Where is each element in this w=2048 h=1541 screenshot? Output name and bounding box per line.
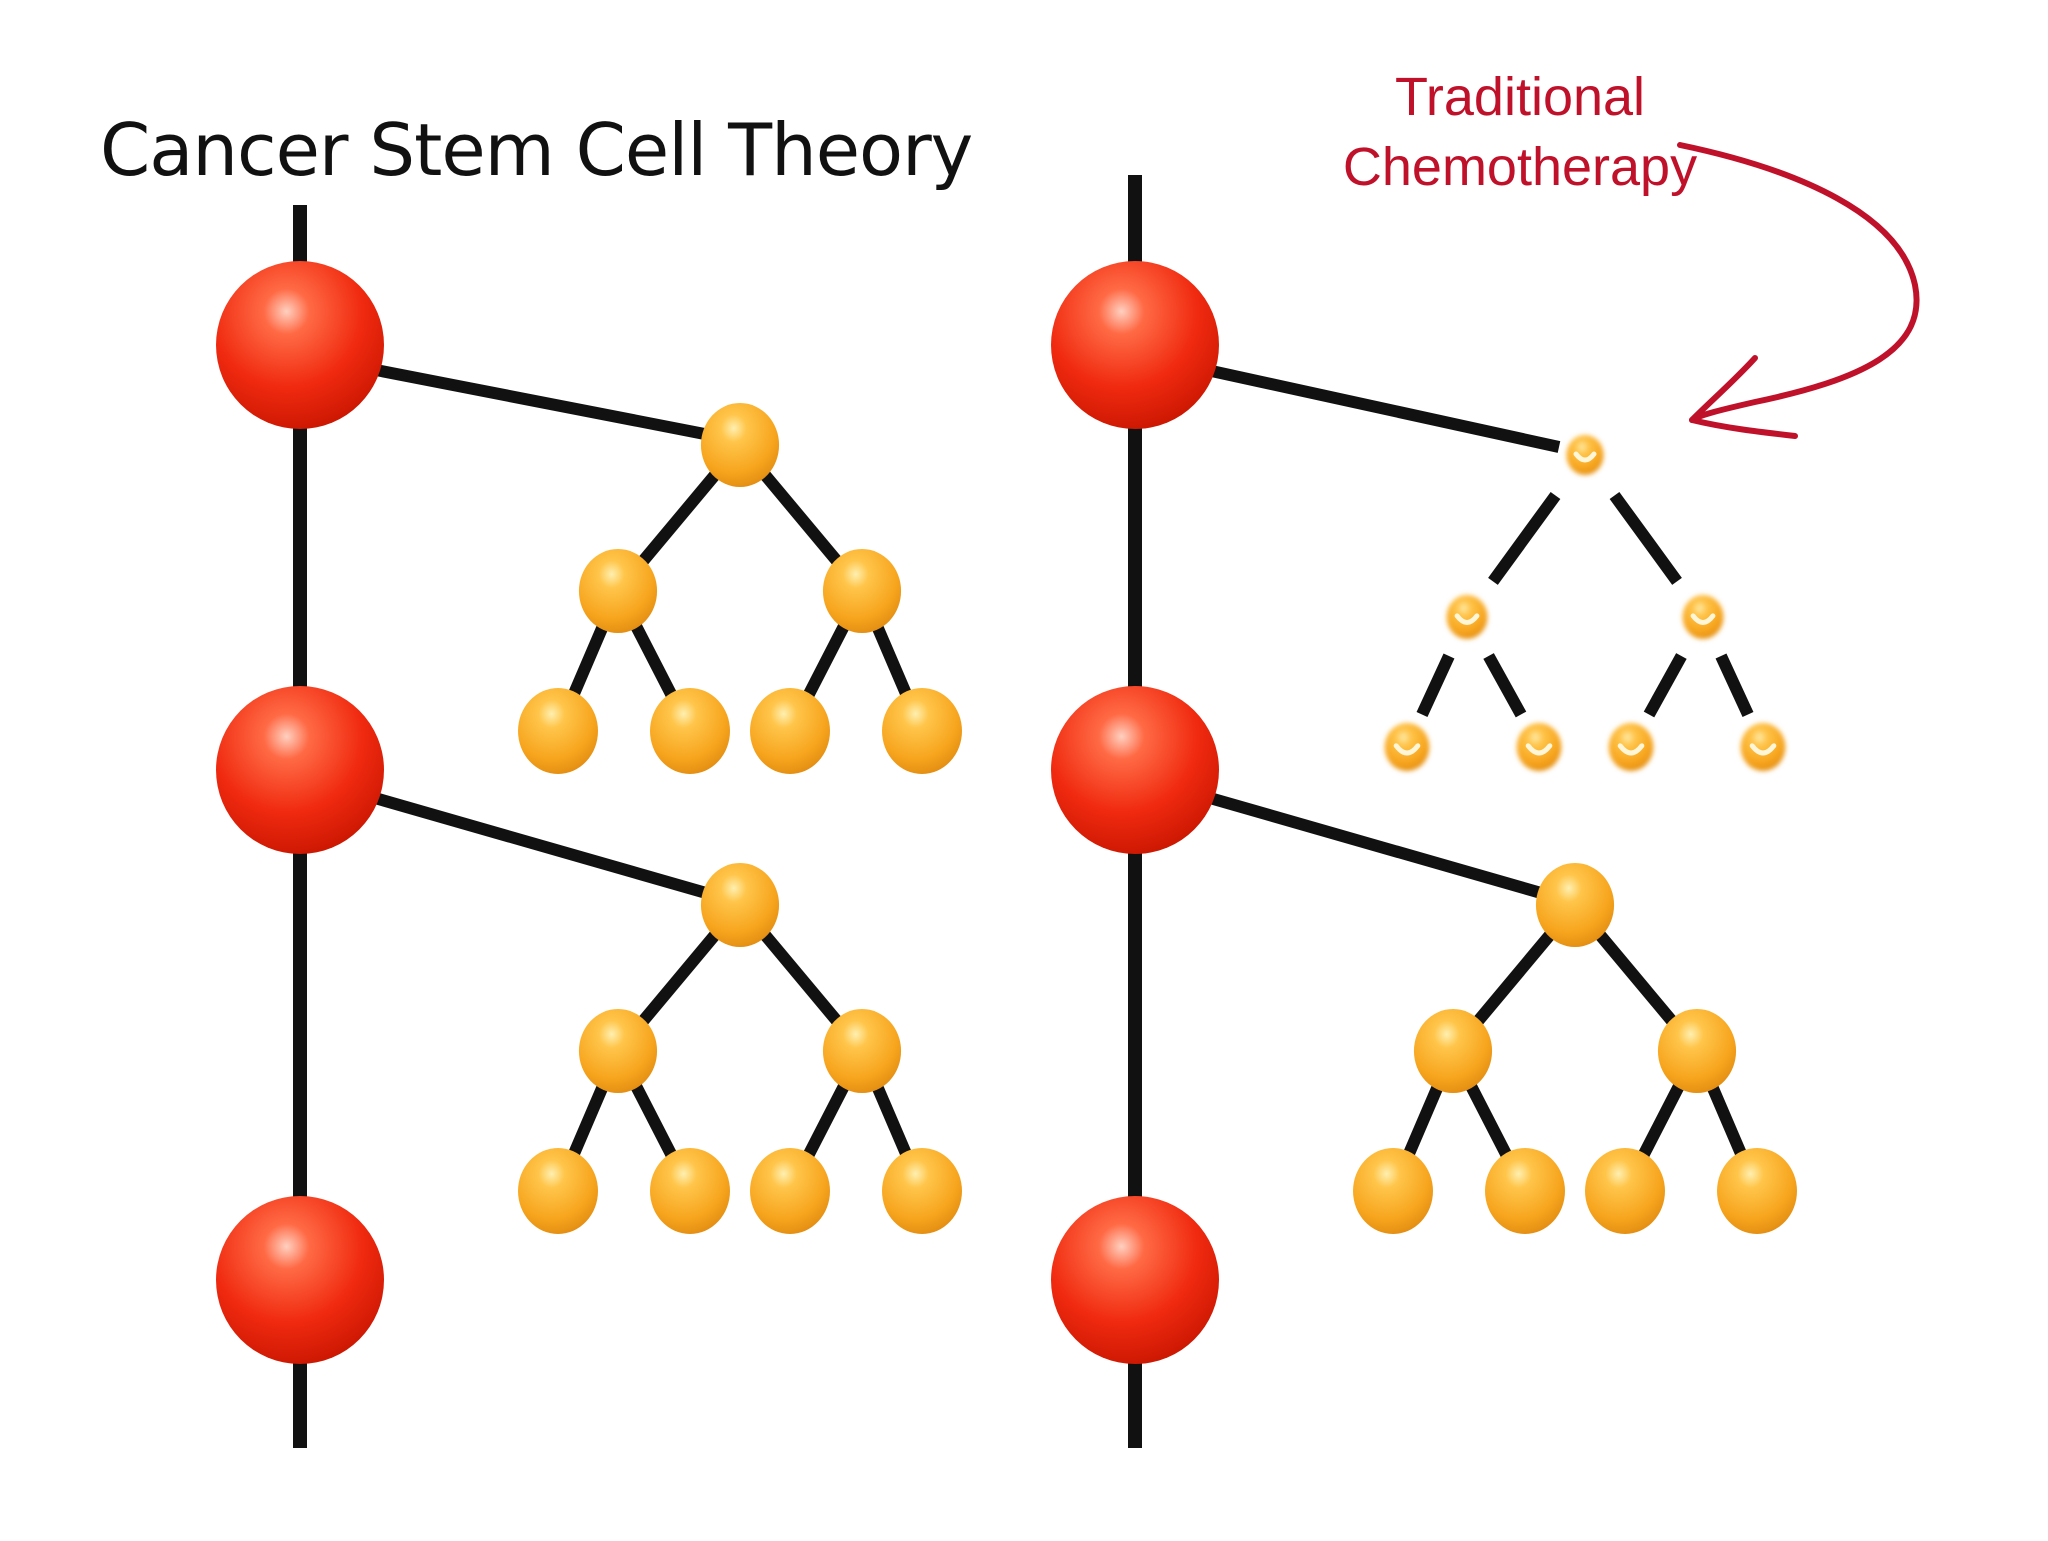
cells: [216, 261, 1797, 1364]
panel-0-branch-0-mid-cell-1-body: [822, 549, 902, 633]
panel-1-branch-0-connector: [1173, 357, 1561, 453]
diagram-title: Cancer Stem Cell Theory: [100, 108, 973, 192]
panel-1-branch-0-leaf-edge-0-0: [1416, 653, 1455, 718]
panel-0-branch-1-mid-cell-0-body: [578, 1009, 658, 1093]
panel-1-stem-cell-2-body: [1051, 1196, 1219, 1364]
chemotherapy-label-line-1: Traditional: [1394, 67, 1646, 127]
panel-1-stem-cell-0-body: [1051, 261, 1219, 429]
panel-0-branch-0-leaf-cell-0-1-body: [650, 688, 730, 774]
panel-0-branch-1-leaf-cell-1-1: [882, 1148, 962, 1234]
panel-1-branch-0-root-cell-shrivel-mark: [1573, 451, 1597, 463]
panel-1-branch-0-root-cell-body: [1566, 435, 1604, 475]
panel-0-branch-0-connector: [338, 357, 722, 443]
panel-1-branch-0-leaf-cell-1-0-body: [1608, 723, 1654, 771]
panel-1-branch-0-leaf-cell-1-0-shrivel-mark: [1617, 743, 1645, 756]
panel-1-branch-0-mid-cell-1-shrivel-mark: [1690, 613, 1716, 625]
panel-1-branch-0-leaf-edge-1-1: [1715, 653, 1754, 718]
panel-1-stem-cell-1: [1051, 686, 1219, 854]
panel-0-branch-1-root-cell-body: [700, 863, 780, 947]
panel-0-branch-0-leaf-cell-0-0-body: [518, 688, 598, 774]
panel-1-branch-0-leaf-cell-0-1-shrivel-mark: [1525, 743, 1553, 756]
panel-0-stem-cell-0: [216, 261, 384, 429]
panel-1-stem-cell-0: [1051, 261, 1219, 429]
panel-1-branch-0-mid-cell-1: [1682, 595, 1724, 639]
panel-1-branch-1-leaf-cell-0-1: [1485, 1148, 1565, 1234]
panel-0-branch-0-leaf-cell-1-0: [750, 688, 830, 774]
panel-1-branch-0-edge-0: [1488, 491, 1561, 585]
panel-0-stem-cell-0-body: [216, 261, 384, 429]
panel-0-branch-1-leaf-cell-0-1-body: [650, 1148, 730, 1234]
panel-1-branch-1-leaf-cell-0-1-body: [1485, 1148, 1565, 1234]
panel-0-branch-1-leaf-cell-1-1-body: [882, 1148, 962, 1234]
panel-1-branch-0-mid-cell-1-body: [1682, 595, 1724, 639]
panel-0-branch-1-root-cell: [700, 863, 780, 947]
panel-1-branch-0-edge-1: [1609, 491, 1682, 585]
panel-1-branch-0-leaf-cell-1-1: [1740, 723, 1786, 771]
panel-1-branch-1-leaf-cell-0-0-body: [1353, 1148, 1433, 1234]
chemotherapy-label-line-2: Chemotherapy: [1342, 137, 1698, 197]
panel-1-stem-cell-1-body: [1051, 686, 1219, 854]
panel-1-branch-0-mid-cell-0: [1446, 595, 1488, 639]
panel-0-stem-cell-2: [216, 1196, 384, 1364]
panel-1-branch-1-mid-cell-1-body: [1657, 1009, 1737, 1093]
panel-1-branch-1-leaf-cell-1-1: [1717, 1148, 1797, 1234]
panel-0-branch-1-leaf-cell-1-0: [750, 1148, 830, 1234]
chemotherapy-arrow-head: [1689, 355, 1798, 439]
panel-0-branch-0-mid-cell-0: [578, 549, 658, 633]
panel-0-branch-1-mid-cell-1-body: [822, 1009, 902, 1093]
panel-1-branch-0-leaf-cell-0-0-shrivel-mark: [1393, 743, 1421, 756]
panel-0-stem-cell-2-body: [216, 1196, 384, 1364]
chemotherapy-label: Traditional Chemotherapy: [1300, 62, 1740, 202]
panel-0-branch-1-mid-cell-0: [578, 1009, 658, 1093]
panel-1-branch-1-mid-cell-1: [1657, 1009, 1737, 1093]
panel-0-branch-0-leaf-cell-1-1-body: [882, 688, 962, 774]
panel-1-branch-0-leaf-cell-0-0-body: [1384, 723, 1430, 771]
panel-1-branch-1-mid-cell-0: [1413, 1009, 1493, 1093]
panel-1-stem-cell-2: [1051, 1196, 1219, 1364]
panel-1-branch-0-mid-cell-0-body: [1446, 595, 1488, 639]
panel-0-branch-1-leaf-cell-0-0-body: [518, 1148, 598, 1234]
chemotherapy-arrow: [1677, 142, 1920, 439]
panel-0-branch-0-leaf-cell-0-0: [518, 688, 598, 774]
panel-0-branch-0-leaf-cell-1-0-body: [750, 688, 830, 774]
panel-1-branch-0-mid-cell-0-shrivel-mark: [1454, 613, 1480, 625]
panel-1-branch-0-leaf-cell-1-1-body: [1740, 723, 1786, 771]
panel-1-branch-1-leaf-cell-1-0-body: [1585, 1148, 1665, 1234]
panel-0-branch-1-mid-cell-1: [822, 1009, 902, 1093]
panel-1-branch-1-root-cell-body: [1535, 863, 1615, 947]
chemotherapy-arrow-shaft: [1677, 142, 1920, 423]
panel-1-branch-1-leaf-cell-1-0: [1585, 1148, 1665, 1234]
panel-1-branch-0-leaf-cell-0-0: [1384, 723, 1430, 771]
panel-1-branch-1-leaf-cell-0-0: [1353, 1148, 1433, 1234]
panel-1-branch-0-leaf-edge-0-1: [1483, 653, 1527, 718]
panel-1-branch-0-leaf-cell-1-1-shrivel-mark: [1749, 743, 1777, 756]
panel-0-stem-cell-1-body: [216, 686, 384, 854]
panel-0-stem-cell-1: [216, 686, 384, 854]
panel-0-branch-0-root-cell-body: [700, 403, 780, 487]
panel-0-branch-1-leaf-cell-0-0: [518, 1148, 598, 1234]
panel-0-branch-0-mid-cell-1: [822, 549, 902, 633]
panel-0-branch-1-leaf-cell-1-0-body: [750, 1148, 830, 1234]
panel-1-branch-1-mid-cell-0-body: [1413, 1009, 1493, 1093]
panel-0-branch-0-leaf-cell-1-1: [882, 688, 962, 774]
panel-1-branch-0-leaf-edge-1-0: [1643, 653, 1687, 718]
panel-0-branch-1-leaf-cell-0-1: [650, 1148, 730, 1234]
panel-1-branch-0-root-cell: [1566, 435, 1604, 475]
panel-1-branch-0-leaf-cell-1-0: [1608, 723, 1654, 771]
panel-0-branch-1-connector: [338, 782, 722, 903]
panel-0-branch-0-leaf-cell-0-1: [650, 688, 730, 774]
panel-1-branch-1-connector: [1173, 782, 1557, 903]
lineage-lines: [293, 175, 1763, 1448]
panel-0-branch-0-mid-cell-0-body: [578, 549, 658, 633]
panel-1-branch-0-leaf-cell-0-1-body: [1516, 723, 1562, 771]
panel-1-branch-1-leaf-cell-1-1-body: [1717, 1148, 1797, 1234]
panel-1-branch-0-leaf-cell-0-1: [1516, 723, 1562, 771]
panel-1-branch-1-root-cell: [1535, 863, 1615, 947]
panel-0-branch-0-root-cell: [700, 403, 780, 487]
